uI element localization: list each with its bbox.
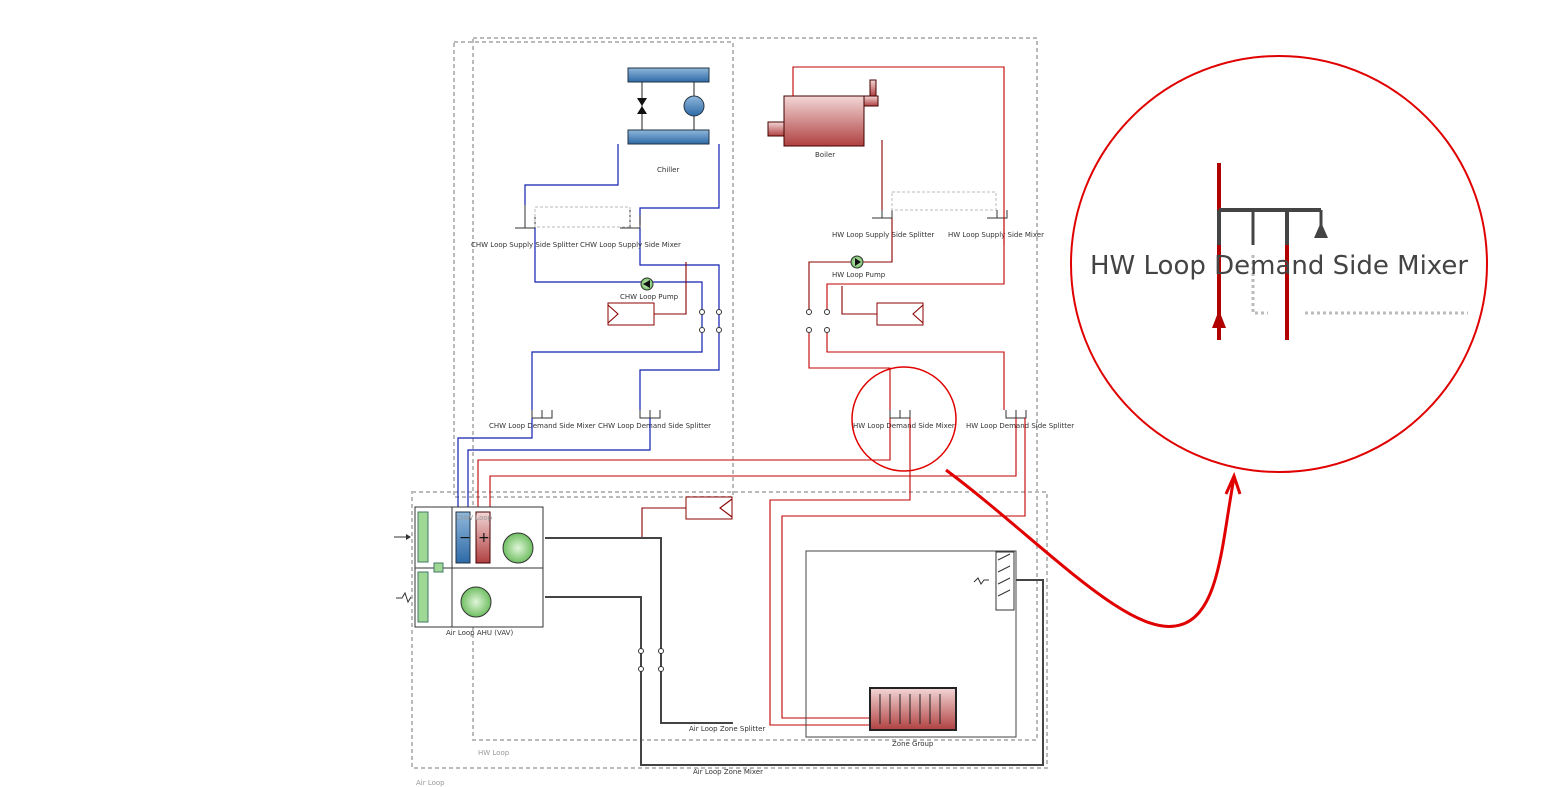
chw-pump-label: CHW Loop Pump xyxy=(620,293,679,301)
heating-coil[interactable] xyxy=(475,511,491,564)
return-fan-icon[interactable] xyxy=(460,586,492,618)
chw-supply-mixer-label: CHW Loop Supply Side Mixer xyxy=(580,241,681,249)
air-loop-label: Air Loop xyxy=(416,779,445,787)
pump-arrow-icon xyxy=(643,280,650,288)
hw-loop-label: HW Loop xyxy=(478,749,510,757)
relief-air-icon xyxy=(396,591,412,604)
hw-loop-boundary xyxy=(472,37,1038,741)
cooling-coil[interactable] xyxy=(455,511,471,564)
magnified-label: HW Loop Demand Side Mixer xyxy=(1090,251,1468,281)
highlight-circle xyxy=(851,366,957,472)
boiler[interactable] xyxy=(767,79,879,147)
chw-demand-splitter-label: CHW Loop Demand Side Splitter xyxy=(598,422,711,430)
svg-text:+: + xyxy=(478,530,490,546)
chw-setpoint-manager[interactable] xyxy=(607,302,655,326)
hw-pump-label: HW Loop Pump xyxy=(832,271,886,279)
chw-supply-splitter-label: CHW Loop Supply Side Splitter xyxy=(471,241,578,249)
zone-splitter-label: Air Loop Zone Splitter xyxy=(689,725,765,733)
svg-text:−: − xyxy=(459,530,471,546)
chw-demand-mixer-label: CHW Loop Demand Side Mixer xyxy=(489,422,596,430)
outdoor-air-damper-icon xyxy=(417,511,429,563)
pump-arrow-icon xyxy=(855,258,861,266)
zone-mixer-label: Air Loop Zone Mixer xyxy=(693,768,763,776)
ahu-label: Air Loop AHU (VAV) xyxy=(446,629,513,637)
hw-setpoint-manager[interactable] xyxy=(876,302,924,326)
magnified-mixer xyxy=(1212,163,1468,340)
expansion-valve-icon xyxy=(637,98,647,106)
mixing-damper-icon xyxy=(433,562,444,573)
chw-loop-label: CHW Loop xyxy=(456,514,493,522)
magnifier-circle xyxy=(1070,55,1488,473)
chiller-label: Chiller xyxy=(657,166,679,174)
zone-group[interactable] xyxy=(805,550,1017,738)
compressor-icon xyxy=(683,95,705,117)
zone-group-label: Zone Group xyxy=(892,740,934,748)
boiler-label: Boiler xyxy=(815,151,835,159)
zone-air-icon xyxy=(973,577,989,585)
hw-demand-splitter-label: HW Loop Demand Side Splitter xyxy=(966,422,1074,430)
hw-demand-mixer-label: HW Loop Demand Side Mixer xyxy=(853,422,955,430)
chw-loop-boundary xyxy=(453,41,734,498)
ahu-setpoint-manager[interactable] xyxy=(685,496,733,520)
supply-fan-icon[interactable] xyxy=(502,532,534,564)
magnifier-pointer-arrow xyxy=(945,468,1236,628)
air-loop-ahu[interactable]: − + CHW Loop xyxy=(414,506,544,628)
zone-radiator[interactable] xyxy=(869,687,957,731)
hw-supply-mixer-label: HW Loop Supply Side Mixer xyxy=(948,231,1044,239)
air-loop-boundary xyxy=(411,491,1048,769)
chiller[interactable] xyxy=(627,67,710,145)
hw-supply-splitter-label: HW Loop Supply Side Splitter xyxy=(832,231,934,239)
relief-air-damper-icon xyxy=(417,571,429,623)
